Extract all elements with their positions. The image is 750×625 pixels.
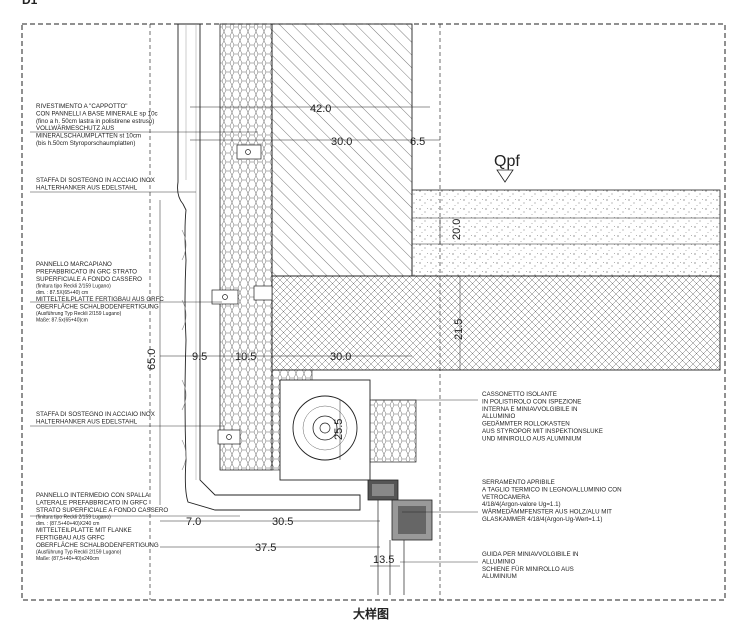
- dim-70: 7.0: [186, 516, 201, 528]
- leader-lines: [30, 131, 478, 563]
- note-line: 4/18/4(Argon-valore Ug=1.1): [482, 501, 561, 508]
- note-line: STRATO SUPERFICIALE A FONDO CASSERO: [36, 507, 168, 514]
- note-line: ALUMINIUM: [482, 573, 517, 580]
- note-line: STAFFA DI SOSTEGNO IN ACCIAIO INOX: [36, 177, 155, 184]
- note-line: (Ausführung Typ Reckli 2/159 Lugano): [36, 311, 122, 317]
- note-line: OBERFLÄCHE SCHALBODENFERTIGUNG: [36, 542, 159, 549]
- dim-30a: 30.0: [331, 136, 352, 148]
- note-line: IN POLISTIROLO CON ISPEZIONE: [482, 398, 581, 405]
- note-line: dim. : (87.5+40+40)X240 cm: [36, 521, 99, 527]
- figure-caption: 大样图: [353, 606, 389, 621]
- note-line: Maße: 87.5x(65+40)cm: [36, 318, 88, 324]
- note-line: A TAGLIO TERMICO IN LEGNO/ALLUMINIO CON: [482, 486, 622, 493]
- dim-42: 42.0: [310, 103, 331, 115]
- load-label: Qpf: [494, 153, 520, 170]
- note-line: AUS STYROPOR MIT INSPEKTIONSLUKE: [482, 428, 603, 435]
- steel-brackets: [211, 144, 273, 445]
- note-line: (fino a h. 50cm lastra in polistirene es…: [36, 118, 154, 125]
- dim-215: 21.5: [453, 319, 465, 340]
- note-line: MITTELTEILPLATTE FERTIGBAU AUS GRFC: [36, 296, 164, 303]
- note-cappotto: RIVESTIMENTO A "CAPPOTTO"CON PANNELLI A …: [36, 103, 158, 147]
- note-line: (Ausführung Typ Reckli 2/159 Lugano): [36, 550, 122, 556]
- dim-375: 37.5: [255, 542, 276, 554]
- dimension-lines: [159, 106, 461, 567]
- window-frame: [367, 479, 433, 595]
- note-line: dim. : 87.5X(65+40) cm: [36, 290, 88, 296]
- note-line: PREFABBRICATO IN GRC STRATO: [36, 268, 137, 275]
- load-arrow: Qpf: [494, 153, 520, 183]
- note-line: HALTERHANKER AUS EDELSTAHL: [36, 184, 138, 191]
- note-line: VOLLWÄRMESCHUTZ AUS: [36, 125, 114, 132]
- note-line: CON PANNELLI A BASE MINERALE sp 10c: [36, 110, 158, 117]
- note-line: GEDÄMMTER ROLLOKASTEN: [482, 421, 570, 428]
- note-line: MITTELTEILPLATTE MIT FLANKE: [36, 527, 132, 534]
- annotation-notes: RIVESTIMENTO A "CAPPOTTO"CON PANNELLI A …: [36, 103, 622, 580]
- note-line: Maße: (87,5+40+40)x240cm: [36, 556, 99, 562]
- note-line: WÄRMEDÄMMFENSTER AUS HOLZ/ALU MIT: [482, 509, 612, 516]
- note-line: GUIDA PER MINIAVVOLGIBILE IN: [482, 551, 579, 558]
- note-line: GLASKAMMER 4/18/4(Argon-Ug-Wert=1.1): [482, 516, 602, 523]
- note-line: INTERNA E MINIAVVOLGIBILE IN: [482, 406, 577, 413]
- note-line: STAFFA DI SOSTEGNO IN ACCIAIO INOX: [36, 411, 155, 418]
- note-line: CASSONETTO ISOLANTE: [482, 391, 557, 398]
- dimension-labels: 42.0 30.0 6.5 20.0 21.5 65.0 9.5 10.5 30…: [146, 103, 465, 566]
- header-fragment: D1: [22, 0, 38, 7]
- note-line: RIVESTIMENTO A "CAPPOTTO": [36, 103, 128, 110]
- note-line: HALTERHANKER AUS EDELSTAHL: [36, 418, 138, 425]
- note-line: UND MINIROLLO AUS ALUMINIUM: [482, 435, 581, 442]
- drawing-frame: D1: [21, 0, 726, 601]
- dim-650: 65.0: [146, 349, 158, 370]
- note-line: FERTIGBAU AUS GRFC: [36, 535, 105, 542]
- note-line: SERRAMENTO APRIBILE: [482, 479, 555, 486]
- concrete-wall: [271, 23, 413, 277]
- floor-slab: [271, 275, 721, 371]
- note-line: ALLUMINIO: [482, 558, 516, 565]
- note-line: OBERFLÄCHE SCHALBODENFERTIGUNG: [36, 304, 159, 311]
- note-line: SUPERFICIALE A FONDO CASSERO: [36, 276, 142, 283]
- note-line: (bis h.50cm Styroporschaumplatten): [36, 140, 135, 147]
- floor-screed: [411, 189, 721, 277]
- dim-305: 30.5: [272, 516, 293, 528]
- dim-135: 13.5: [373, 554, 394, 566]
- dim-30b: 30.0: [330, 351, 351, 363]
- note-line: MINERALSCHAUMPLATTEN st 10cm: [36, 133, 141, 140]
- dim-65: 6.5: [410, 136, 425, 148]
- note-line: (finitura tipo Reckli 2/159 Lugano): [36, 283, 111, 289]
- roller-shutter-box: [279, 379, 417, 481]
- note-line: LATERALE PREFABBRICATO IN GRFC: [36, 499, 148, 506]
- note-line: VETROCAMERA: [482, 494, 531, 501]
- dim-105: 10.5: [235, 351, 256, 363]
- dim-95: 9.5: [192, 351, 207, 363]
- note-line: PANNELLO MARCAPIANO: [36, 261, 112, 268]
- dim-20: 20.0: [451, 219, 463, 240]
- note-line: (finitura tipo Reckli 2/159 Lugano): [36, 514, 111, 520]
- dim-255: 25.5: [333, 419, 345, 440]
- note-line: SCHIENE FÜR MINIROLLO AUS: [482, 566, 574, 573]
- note-line: PANNELLO INTERMEDIO CON SPALLA: [36, 492, 150, 499]
- grc-cladding-panel: [177, 23, 361, 511]
- note-line: ALLUMINIO: [482, 413, 516, 420]
